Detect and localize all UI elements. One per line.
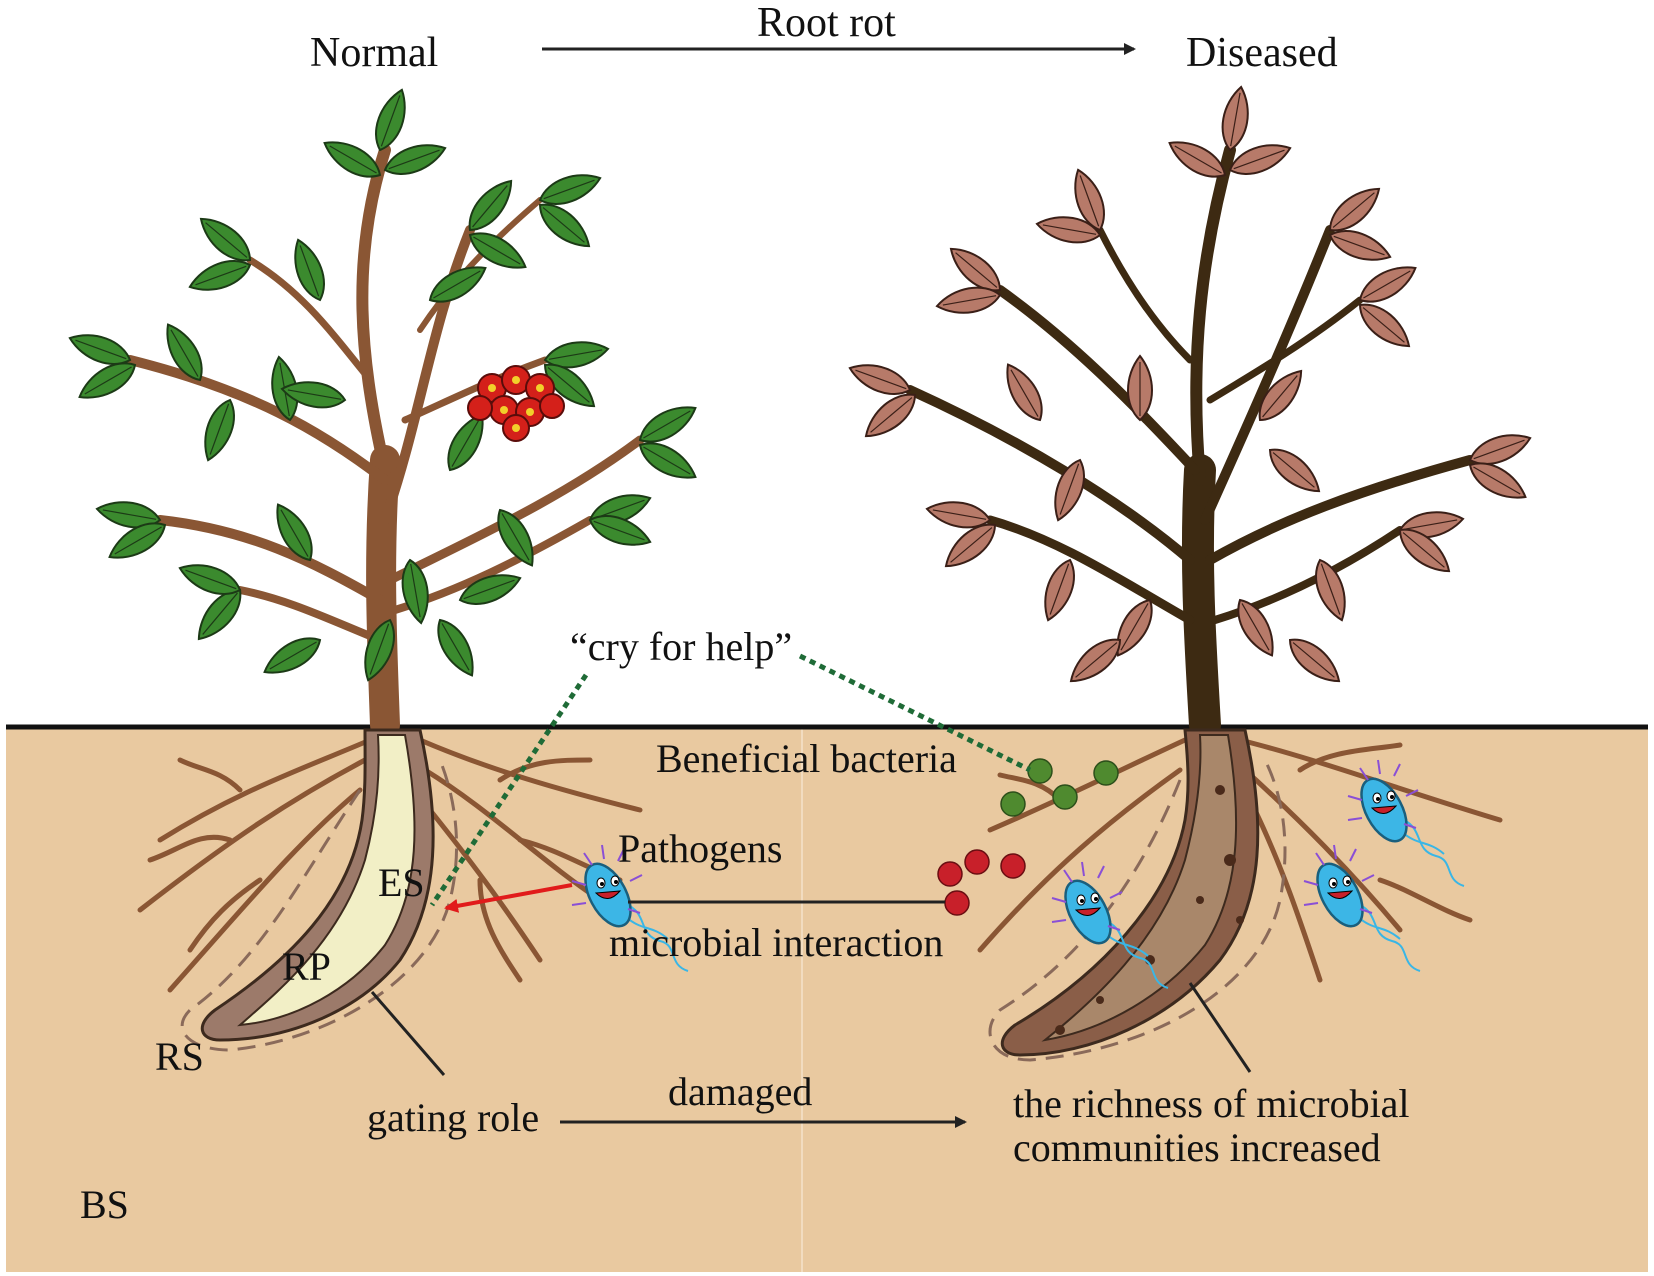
richness-label-line1: the richness of microbial xyxy=(1013,1081,1410,1126)
pathogen-dots xyxy=(937,849,1026,916)
diseased-root-core xyxy=(1041,734,1238,1042)
diseased-plant xyxy=(844,83,1536,741)
diseased-label: Diseased xyxy=(1186,30,1338,76)
red-flower-cluster xyxy=(467,365,565,442)
endosphere-core xyxy=(237,734,416,1027)
pathogens-label: Pathogens xyxy=(618,826,782,871)
cry-for-help-line-left xyxy=(429,673,589,907)
diseased-stems xyxy=(905,144,1475,741)
beneficial-bacteria-dots xyxy=(1000,758,1119,817)
cry-for-help-line-right xyxy=(798,653,1032,773)
rs-label: RS xyxy=(155,1034,204,1079)
es-label: ES xyxy=(378,860,425,905)
richness-label-line2: communities increased xyxy=(1013,1125,1381,1170)
decay-spots xyxy=(1055,785,1244,1035)
healthy-stems xyxy=(125,144,645,740)
gating-role-pointer xyxy=(370,991,446,1076)
rp-label: RP xyxy=(282,944,331,989)
beneficial-bacteria-label: Beneficial bacteria xyxy=(656,736,957,781)
gating-role-label: gating role xyxy=(367,1095,539,1140)
diseased-root xyxy=(1001,728,1260,1057)
richness-pointer xyxy=(1188,982,1252,1073)
pathogen-invasion-arrow xyxy=(444,883,573,913)
diseased-roots xyxy=(977,728,1503,1062)
rhizosphere-boundary xyxy=(180,759,459,1052)
root-rot-label: Root rot xyxy=(757,0,896,46)
damaged-label: damaged xyxy=(668,1069,812,1114)
microbial-interaction-label: microbial interaction xyxy=(609,920,943,965)
healthy-roots xyxy=(137,728,643,1052)
healthy-plant xyxy=(64,84,703,740)
bs-label: BS xyxy=(80,1182,129,1227)
cry-for-help-label: “cry for help” xyxy=(570,624,792,669)
normal-label: Normal xyxy=(310,30,438,76)
